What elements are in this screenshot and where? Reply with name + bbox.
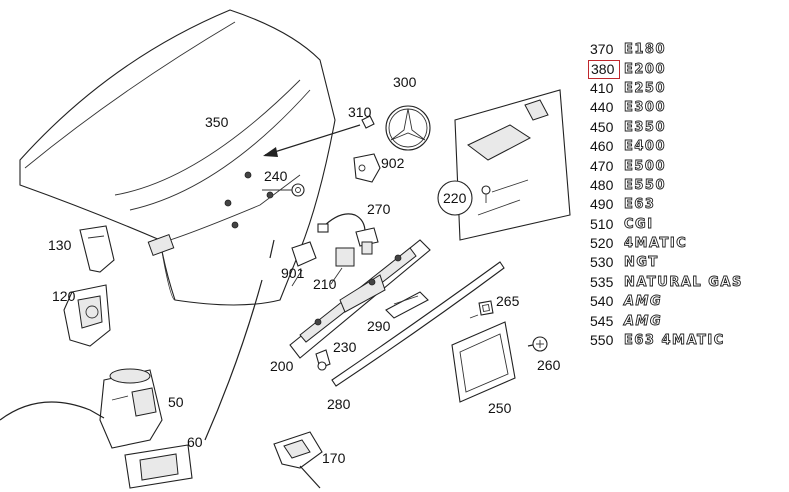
callout-300: 300 (393, 74, 417, 90)
callout-210: 210 (313, 276, 337, 292)
callout-60: 60 (187, 434, 203, 450)
legend-badge: E350 (624, 119, 667, 135)
plug-230[interactable] (315, 349, 331, 371)
legend-row[interactable]: 480 E550 (588, 176, 786, 195)
latch-170[interactable] (273, 431, 323, 489)
legend-code: 440 (590, 99, 614, 116)
legend-row[interactable]: 460 E400 (588, 137, 786, 156)
bracket-290[interactable] (385, 291, 429, 319)
legend-code: 545 (590, 312, 614, 329)
legend-row[interactable]: 545 AMG (588, 311, 786, 330)
callout-901: 901 (281, 265, 305, 281)
trunk-lid[interactable] (19, 9, 336, 306)
callout-260: 260 (537, 357, 561, 373)
legend-row[interactable]: 410 E250 (588, 79, 786, 98)
legend-badge: AMG (624, 313, 663, 329)
legend-row[interactable]: 535 NATURAL GAS (588, 273, 786, 292)
callout-310: 310 (348, 104, 372, 120)
legend-badge: NATURAL GAS (624, 274, 743, 290)
legend-row[interactable]: 510 CGI (588, 215, 786, 234)
callout-200: 200 (270, 358, 294, 374)
lock-unit-120[interactable] (63, 284, 111, 347)
callout-circle-220 (437, 180, 473, 216)
callout-250: 250 (488, 400, 512, 416)
legend-code: 535 (590, 273, 614, 290)
legend-badge: NGT (624, 255, 659, 271)
legend-badge: E63 4MATIC (624, 333, 725, 349)
callout-350: 350 (205, 114, 229, 130)
legend-code: 550 (590, 332, 614, 349)
lock-cylinder-50[interactable] (99, 368, 163, 449)
bracket-902[interactable] (353, 153, 381, 183)
plate-base-250[interactable] (451, 321, 516, 403)
legend-row[interactable]: 370 E180 (588, 40, 786, 59)
chrome-strip-280[interactable] (331, 261, 505, 387)
legend-code: 480 (590, 176, 614, 193)
legend-row[interactable]: 440 E300 (588, 98, 786, 117)
legend-code: 410 (590, 79, 614, 96)
legend-badge: E250 (624, 80, 667, 97)
callout-50: 50 (168, 394, 184, 410)
legend-row[interactable]: 470 E500 (588, 156, 786, 175)
callout-220: 220 (443, 190, 467, 206)
legend-row[interactable]: 520 4MATIC (588, 234, 786, 253)
leader-lines (262, 189, 479, 319)
clip-310[interactable] (263, 115, 375, 157)
legend-code: 450 (590, 118, 614, 135)
legend-code: 470 (590, 157, 614, 174)
callout-280: 280 (327, 396, 351, 412)
legend-badge: E400 (624, 139, 667, 155)
legend-code: 490 (590, 196, 614, 213)
legend-code: 530 (590, 254, 614, 271)
bracket-901[interactable] (291, 241, 317, 267)
legend-badge: E63 (624, 197, 656, 213)
legend-code: 460 (590, 138, 614, 155)
legend-badge: E550 (624, 177, 667, 193)
callout-265: 265 (496, 293, 520, 309)
connector-270[interactable] (317, 213, 379, 247)
legend-row[interactable]: 540 AMG (588, 292, 786, 311)
legend-row[interactable]: 550 E63 4MATIC (588, 331, 786, 350)
callout-902: 902 (381, 155, 405, 171)
module-210[interactable] (335, 241, 373, 267)
cable-60[interactable] (0, 239, 275, 441)
latch-housing[interactable] (124, 444, 193, 489)
legend-badge: E500 (624, 158, 667, 174)
legend-badge: CGI (624, 216, 654, 232)
clip-265[interactable] (478, 300, 494, 316)
callout-290: 290 (367, 318, 391, 334)
legend-code: 380 (588, 59, 620, 79)
star-emblem-300[interactable] (385, 105, 431, 151)
trim-strip-200[interactable] (289, 239, 431, 359)
legend-badge: E200 (624, 61, 667, 77)
legend-code: 540 (590, 293, 614, 310)
legend-row[interactable]: 530 NGT (588, 253, 786, 272)
legend-code: 370 (590, 41, 614, 58)
callout-130: 130 (48, 237, 72, 253)
screw-260[interactable] (527, 336, 548, 352)
legend-badge: E300 (624, 100, 667, 116)
legend-row[interactable]: 450 E350 (588, 118, 786, 137)
legend-code: 520 (590, 235, 614, 252)
callout-170: 170 (322, 450, 346, 466)
legend-badge: 4MATIC (624, 236, 688, 252)
legend-badge: E180 (624, 42, 667, 58)
legend-code: 510 (590, 215, 614, 232)
legend-badge: AMG (624, 294, 663, 310)
plate-light-220[interactable] (454, 89, 571, 241)
callout-120: 120 (52, 288, 76, 304)
callout-270: 270 (367, 201, 391, 217)
callout-230: 230 (333, 339, 357, 355)
callout-240: 240 (264, 168, 288, 184)
legend-row[interactable]: 490 E63 (588, 195, 786, 214)
bumper-240[interactable] (291, 183, 305, 197)
bracket-130[interactable] (79, 225, 115, 273)
